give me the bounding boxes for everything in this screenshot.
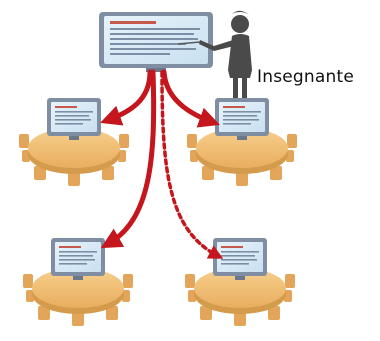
table-top-right (187, 98, 297, 186)
arrow-to-top-left (100, 69, 153, 126)
distribution-arrows (100, 69, 224, 259)
table-bottom-left (23, 238, 133, 326)
teacher-label: Insegnante (257, 67, 354, 87)
table-top-left (19, 98, 129, 186)
arrow-to-bottom-left (100, 69, 157, 249)
arrow-to-top-right (161, 69, 220, 128)
arrow-to-bottom-right (160, 70, 224, 259)
main-presentation-screen (99, 12, 213, 72)
table-bottom-right (185, 238, 295, 326)
